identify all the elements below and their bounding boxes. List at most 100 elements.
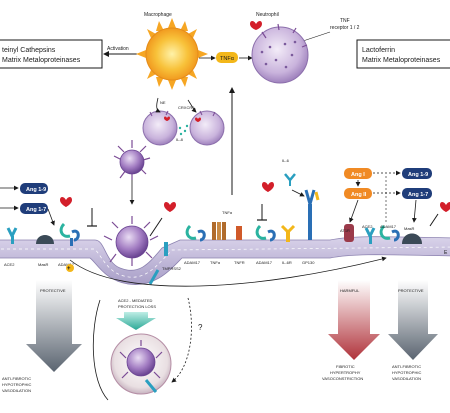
ace2-loss-line2: PROTECTION LOSS	[118, 304, 156, 309]
adam17-right-label: ADAM17	[380, 224, 397, 229]
ang2-right-label: Ang II	[351, 192, 367, 198]
tnf-receptor-label-2: receptor 1 / 2	[330, 25, 360, 31]
tnfr-label: TNFR	[234, 260, 245, 265]
neutrophil-label: Neutrophil	[256, 12, 279, 18]
left-outcome-line1: ANTI-FIBROTIC	[2, 376, 31, 381]
ang19-left-pill: Ang 1-9	[20, 183, 48, 194]
cell-cycle-arrow-left	[155, 97, 161, 113]
ang2-right-pill: Ang II	[344, 188, 372, 199]
masr-right-label: MasR	[404, 226, 415, 231]
adam17-mid2-receptor-icon	[255, 224, 276, 242]
box-left-cathepsins	[0, 39, 103, 69]
ang1-right-label: Ang I	[351, 172, 365, 178]
il6r-label: IL-6R	[282, 260, 292, 265]
right-outcome-line1: ANTI-FIBROTIC	[392, 364, 421, 369]
ang2-to-at1r-arrow	[349, 199, 359, 223]
harmful-arrow	[328, 280, 380, 360]
harmful-label: HARMFUL	[340, 288, 360, 293]
protective-left-label: PROTECTIVE	[40, 288, 66, 293]
adam17-left-receptor-icon	[59, 222, 80, 246]
cell-membrane	[0, 236, 450, 285]
gp130-receptor-icon	[304, 189, 320, 240]
masr-left-receptor-icon	[36, 235, 54, 244]
plus-sign: +	[67, 266, 71, 272]
virus-pit-icon	[103, 216, 159, 266]
adam17-mid-label: ADAM17	[184, 260, 201, 265]
tnfa-trimer-icon	[212, 222, 226, 240]
il8-dots-icon	[164, 116, 201, 136]
right-outcome-line3: VASODILATION	[392, 376, 421, 381]
mid-outcome-line3: VASOCONSTRICTION	[322, 376, 363, 381]
ang1-right-pill: Ang I	[344, 168, 372, 179]
tnfa-center-pill	[216, 52, 238, 63]
ang17-left-pill: Ang 1-7	[20, 203, 48, 214]
adam17-left-label: ADAM17	[58, 262, 75, 267]
inhibit-line-mid	[149, 217, 163, 237]
question-dashed-arrow	[171, 297, 192, 383]
macrophage-label: Macrophage	[144, 12, 172, 18]
heart-left-icon	[60, 197, 72, 207]
gp130-label: GP130	[302, 260, 315, 265]
virus-top-icon	[113, 140, 151, 180]
left-outcome-line3: VASODILATION	[2, 388, 31, 393]
mid-outcome-line2: HYPERTROPHY	[330, 370, 361, 375]
lower-cell-right-icon	[189, 110, 225, 146]
ace2-right-label: ACE2	[362, 224, 373, 229]
ang19-right-pill: Ang 1-9	[402, 168, 432, 179]
protective-right-label: PROTECTIVE	[398, 288, 424, 293]
crxcr1-label: CRXCR1	[178, 105, 195, 110]
plus-icon	[66, 264, 74, 272]
ne-label: NE	[160, 100, 166, 105]
protective-left-arrow	[26, 280, 82, 372]
macrophage-icon	[136, 18, 208, 90]
masr-right-receptor-icon	[402, 233, 422, 244]
box-right-line2: Matrix Metaloproteinases	[362, 57, 441, 64]
box-left-line1: teinyl Cathepsins	[2, 47, 56, 54]
protective-right-arrow	[388, 280, 438, 360]
il6r-receptor-icon	[280, 224, 296, 242]
tnfa-small-label: TNFα	[222, 210, 233, 215]
ang19-right-label: Ang 1-9	[408, 172, 428, 178]
at1r-label: AT1R	[340, 228, 350, 233]
adam17-mid-receptor-icon	[185, 224, 206, 242]
tnf-receptor-label: TNF	[340, 18, 350, 24]
edge-e-label: E	[444, 250, 448, 256]
il6-to-gp130-arrow	[291, 189, 305, 197]
tnfa-mid-label: TNFα	[210, 260, 221, 265]
activation-label: Activation	[107, 46, 129, 52]
left-return-curve	[92, 299, 109, 401]
heart-right-icon	[440, 202, 450, 212]
il6-icon	[284, 173, 296, 186]
ang19-left-label: Ang 1-9	[26, 187, 46, 193]
ace2-left-receptor-icon	[6, 227, 18, 244]
heart-mid2-icon	[262, 182, 274, 192]
il8-label: IL-8	[176, 137, 184, 142]
ang17-to-masr-right-arrow	[411, 199, 417, 223]
lower-cell-left-icon	[142, 110, 178, 146]
cell-cycle-arrow-right	[187, 99, 197, 113]
at1r-receptor-icon	[344, 224, 354, 242]
tmprss2-label: TMPRSS2	[162, 266, 182, 271]
membrane-midline	[0, 246, 450, 278]
ang17-left-label: Ang 1-7	[26, 207, 46, 213]
adam17-mid2-label: ADAM17	[256, 260, 273, 265]
box-left-line2: Matrix Metaloproteinases	[2, 57, 81, 64]
question-mark: ?	[198, 323, 203, 332]
inhibit-line-right	[429, 213, 439, 227]
tnfa-center-label: TNFα	[220, 56, 235, 62]
tmprss2-icon	[148, 242, 168, 285]
heart-mid-icon	[164, 202, 176, 212]
ace2-right-receptor-icon	[364, 227, 376, 244]
adam17-shedding-curve	[69, 256, 387, 287]
internalized-vesicle-icon	[110, 333, 172, 395]
neutrophil-icon	[250, 21, 309, 84]
tnfr-receptor-icon	[236, 226, 242, 240]
ace2-left-label: ACE2	[4, 262, 15, 267]
ang17-right-pill: Ang 1-7	[402, 188, 432, 199]
ang17-right-label: Ang 1-7	[408, 192, 428, 198]
box-right-lactoferrin	[356, 39, 450, 69]
tnf-receptor-pointer	[299, 31, 331, 43]
left-outcome-line2: HYPOTROPHIC	[2, 382, 31, 387]
